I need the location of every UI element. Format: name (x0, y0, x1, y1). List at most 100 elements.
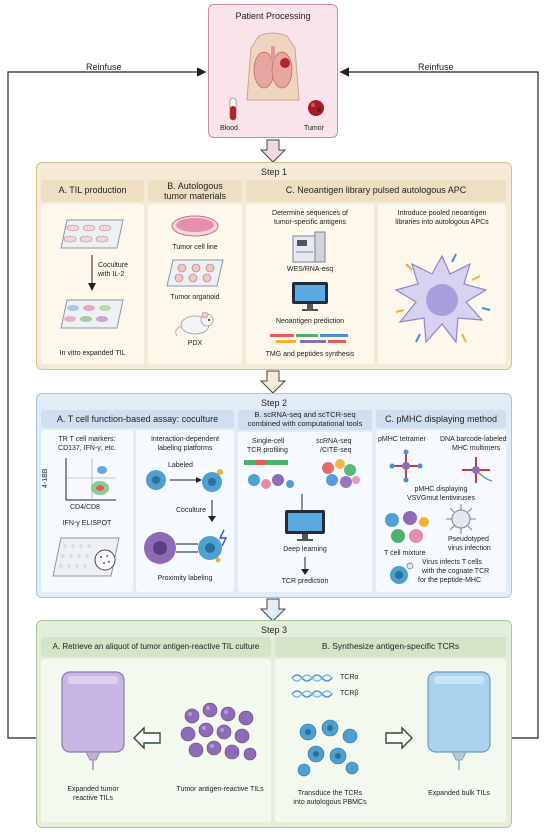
step2-a-title: A. T cell function-based assay: cocultur… (56, 414, 219, 424)
introduce-line1: Introduce pooled neoantigen (397, 210, 487, 217)
blood-label: Blood (220, 125, 238, 132)
t-cell-mixture-icon (385, 511, 429, 543)
scrna-line1: scRNA-seq (316, 438, 352, 445)
flow-x-axis-label: CD4/CD8 (70, 504, 100, 511)
single-cell-line1: Single-cell (252, 438, 285, 445)
monitor-icon (292, 282, 328, 311)
tumor-icon (308, 100, 324, 116)
patient-processing-title: Patient Processing (235, 11, 311, 21)
dendritic-cell-icon (394, 253, 491, 344)
labeled-cells-icon (146, 469, 223, 492)
interaction-line2: labeling platforms (157, 445, 213, 452)
infect-line3: for the peptide-MHC (418, 577, 482, 584)
step1-c-header (246, 180, 506, 202)
pdx-label: PDX (187, 340, 203, 347)
neoantigen-prediction-label: Neoantigen prediction (275, 318, 345, 325)
step2-c-header (376, 410, 506, 428)
iv-bag-blue-icon (427, 671, 491, 770)
well-plate-cultured-icon (60, 299, 124, 329)
markers-line1: TR T cell markers: (58, 436, 116, 443)
elispot-plate-icon (52, 537, 120, 577)
step3-a-title: A. Retrieve an aliquot of tumor antigen-… (52, 642, 260, 651)
iv-bag-purple-icon (61, 671, 125, 770)
infect-line2: with the cognate TCR (422, 568, 490, 575)
step2-c-panel (376, 430, 506, 592)
down-arrow-1 (259, 139, 287, 163)
step2-a-right-panel (136, 430, 234, 592)
flow-plot-icon (65, 458, 116, 501)
interaction-line1: Interaction-dependent (150, 436, 220, 443)
lungs-icon (246, 32, 300, 101)
step2-b-header (238, 410, 372, 430)
step2-label: Step 2 (260, 398, 288, 408)
markers-line2: CD137, IFN-γ, etc. (58, 445, 116, 452)
mouse-icon (175, 311, 214, 337)
a-down-arrow (88, 255, 96, 291)
umap-icon (322, 459, 360, 488)
right-open-arrow (385, 726, 413, 750)
step1-c-title: C. Neoantigen library pulsed autologous … (285, 185, 467, 195)
deep-arrow-icon (301, 557, 309, 575)
transduce-line2: into autologous PBMCs (293, 799, 367, 806)
tetramer-label: pMHC tetramer (378, 436, 426, 443)
petri-dish-icon (171, 215, 219, 237)
coculture-label: Coculture (98, 262, 128, 269)
peptide-strands-icon (270, 334, 348, 343)
reactive-til-cluster-icon (180, 702, 257, 761)
transduce-cells-icon (297, 719, 359, 777)
step3-b-title: B. Synthesize antigen-specific TCRs (321, 641, 460, 651)
determine-seq-line2: tumor-specific antigens (274, 219, 346, 226)
pseudo-line1: Pseudotyped (448, 536, 489, 543)
expanded-tumor-line1: Expanded tumor (67, 786, 119, 793)
labeled-label: Labeled (168, 462, 193, 469)
proximity-cells-icon (144, 529, 228, 564)
left-open-arrow (133, 726, 161, 750)
deep-learning-label: Deep learning (283, 546, 327, 553)
t-cell-mixture-label: T cell mixture (384, 550, 426, 557)
step1-label: Step 1 (260, 167, 288, 177)
tumor-cell-line-label: Tumor cell line (172, 244, 218, 251)
tumor-antigen-reactive-label: Tumor antigen-reactive TILs (176, 786, 264, 793)
tcra-label: TCRα (340, 674, 359, 681)
step2-b-title-1: B. scRNA-seq and scTCR-seq (254, 410, 356, 419)
step2-c-title: C. pMHC displaying method (384, 414, 498, 424)
reinfuse-right-label: Reinfuse (418, 62, 454, 72)
vsvg-line2: VSVGmut lentiviruses (406, 495, 476, 502)
infected-cells-icon (390, 562, 414, 584)
virus-icon (446, 504, 476, 534)
flow-y-axis-label: 4-1BB (42, 468, 49, 488)
well-plate-icon (60, 219, 124, 249)
reinfuse-left-label: Reinfuse (86, 62, 122, 72)
infect-line1: Virus infects T cells (422, 559, 482, 566)
expanded-tumor-line2: reactive TILs (73, 795, 113, 802)
step3-label: Step 3 (260, 625, 288, 635)
barcode-multimer-icon (462, 457, 493, 483)
step1-b-header (148, 180, 242, 202)
tumor-label: Tumor (304, 125, 324, 132)
tmg-label: TMG and peptides synthesis (265, 351, 355, 358)
wes-label: WES/RNA-esq (286, 266, 334, 273)
tumor-organoid-label: Tumor organoid (170, 294, 220, 301)
expanded-bulk-label: Expanded bulk TILs (428, 790, 490, 797)
scrna-line2: /CITE-seq (320, 447, 352, 454)
step2-b-title-2: combined with computational tools (247, 419, 363, 428)
with-il2-label: with IL-2 (98, 271, 125, 278)
step1-b-title-1: B. Autologous (167, 181, 223, 191)
determine-seq-line1: Determine sequences of (272, 210, 348, 217)
step3-b-header (275, 637, 506, 657)
vsvg-line1: pMHC displaying (414, 486, 468, 493)
pseudo-line2: virus infection (448, 545, 491, 552)
barcode-line1: DNA barcode-labeled (440, 436, 507, 443)
elispot-label: IFN-γ ELISPOT (62, 520, 112, 527)
step1-a-title: A. TIL production (58, 185, 127, 195)
barcode-line2: MHC multimers (452, 445, 501, 452)
transduce-line1: Transduce the TCRs (297, 790, 363, 797)
tetramer-icon (389, 449, 423, 483)
introduce-line2: libraries into autologous APCs (395, 219, 489, 226)
tcr-profiling-icon (244, 460, 294, 489)
coculture-arrow-icon (208, 500, 216, 522)
monitor-2-icon (285, 510, 325, 541)
in-vitro-til-label: In vitro expanded TIL (59, 350, 126, 357)
tcr-prediction-label: TCR prediction (281, 578, 329, 585)
